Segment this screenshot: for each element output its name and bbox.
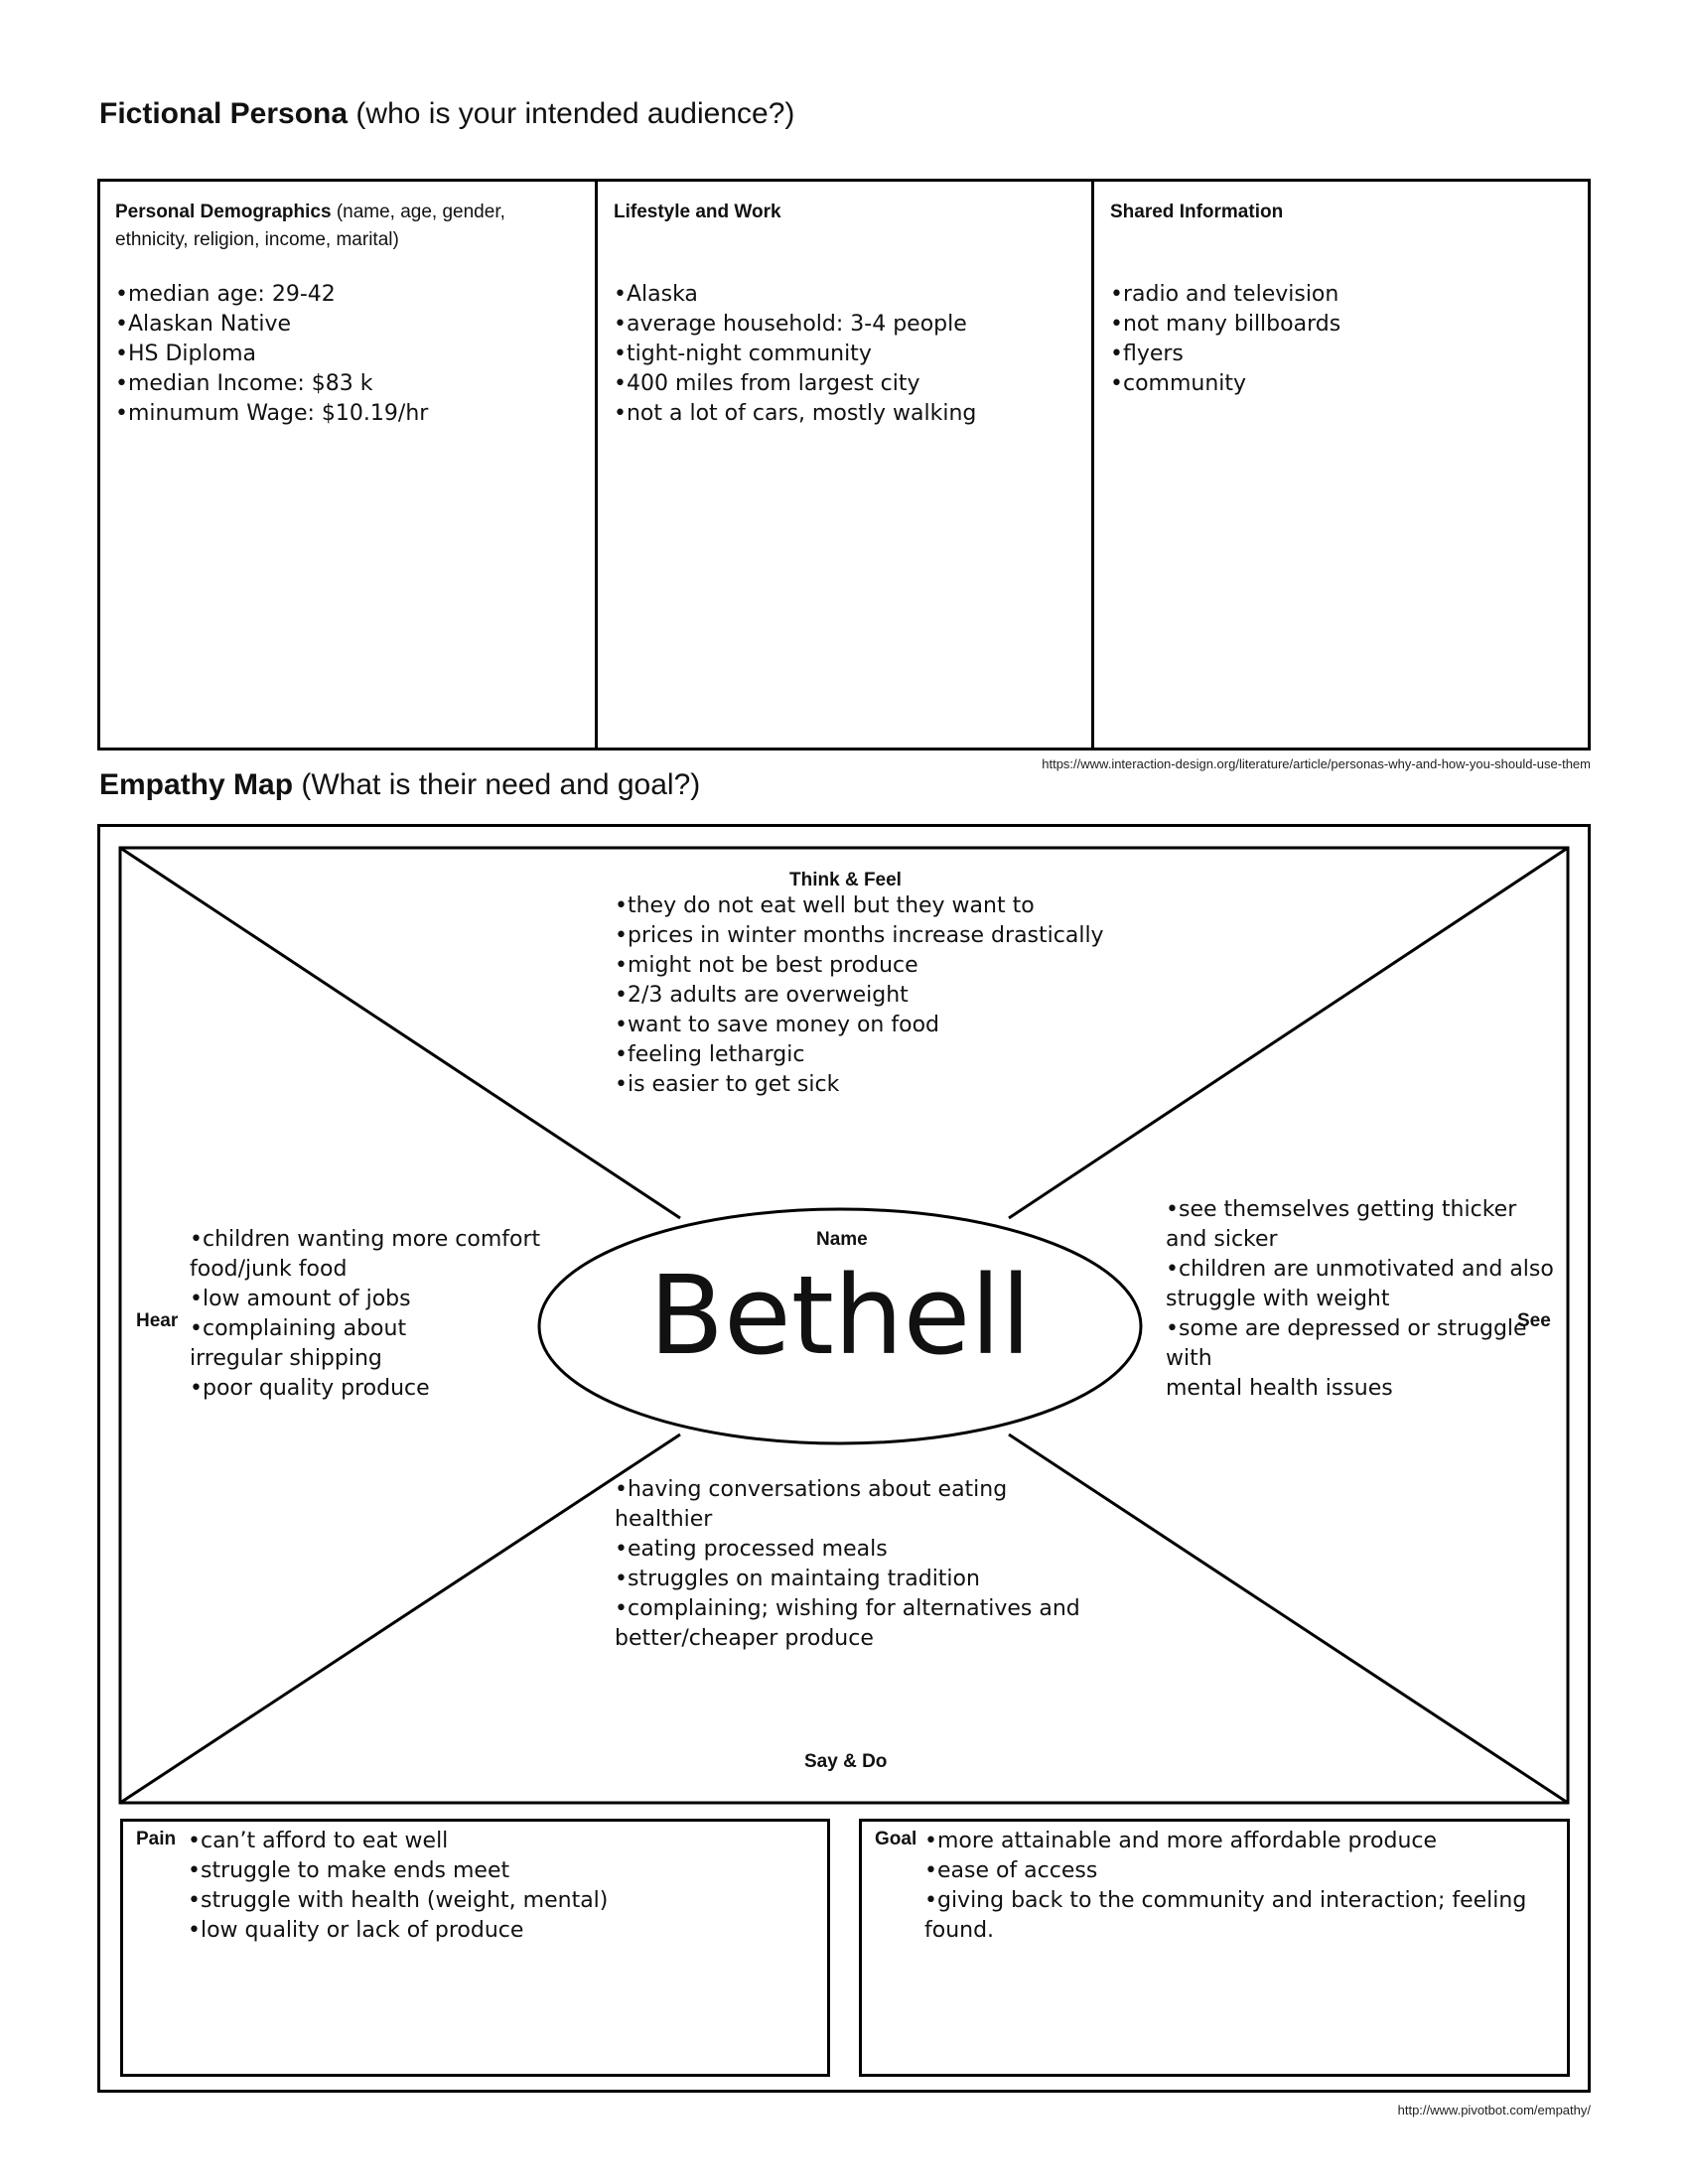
lifestyle-list: •Alaska •average household: 3-4 people •… (614, 280, 1080, 429)
list-item: •prices in winter months increase drasti… (615, 923, 1104, 948)
list-item: •they do not eat well but they want to (615, 893, 1035, 918)
say-do-list: •having conversations about eating healt… (615, 1475, 1230, 1654)
list-item: •children wanting more comfort (190, 1227, 541, 1252)
goal-label: Goal (875, 1829, 917, 1849)
list-item: found. (924, 1918, 995, 1943)
list-item: •giving back to the community and intera… (924, 1888, 1527, 1913)
list-item: •is easier to get sick (615, 1072, 840, 1097)
list-item: •complaining about (190, 1316, 407, 1341)
list-item: •having conversations about eating (615, 1477, 1008, 1502)
empathy-subtitle: (What is their need and goal?) (301, 768, 701, 801)
empathy-inner-frame (118, 846, 1570, 1805)
see-label: See (1517, 1310, 1551, 1331)
list-item: and sicker (1166, 1227, 1278, 1252)
list-item: •can’t afford to eat well (188, 1829, 449, 1853)
lifestyle-heading: Lifestyle and Work (614, 202, 781, 222)
list-item: •HS Diploma (115, 341, 256, 366)
hear-list: •children wanting more comfort food/junk… (190, 1225, 557, 1404)
list-item: •not many billboards (1110, 312, 1341, 337)
list-item: mental health issues (1166, 1376, 1393, 1401)
goal-list: •more attainable and more affordable pro… (924, 1827, 1560, 1946)
list-item: •Alaskan Native (115, 312, 292, 337)
list-item: •struggles on maintaing tradition (615, 1567, 980, 1591)
persona-divider-1 (595, 179, 598, 751)
list-item: •radio and television (1110, 282, 1339, 307)
shared-info-heading: Shared Information (1110, 202, 1284, 222)
list-item: •want to save money on food (615, 1013, 939, 1037)
list-item: •children are unmotivated and also (1166, 1257, 1554, 1282)
list-item: •might not be best produce (615, 953, 918, 978)
persona-divider-2 (1091, 179, 1094, 751)
list-item: •poor quality produce (190, 1376, 430, 1401)
list-item: •struggle to make ends meet (188, 1858, 510, 1883)
list-item: •average household: 3-4 people (614, 312, 967, 337)
persona-source-link[interactable]: https://www.interaction-design.org/liter… (1042, 756, 1591, 771)
demographics-heading-note: (name, age, gender, ethnicity, religion,… (115, 202, 505, 250)
list-item: •complaining; wishing for alternatives a… (615, 1596, 1080, 1621)
list-item: •community (1110, 371, 1247, 396)
diagonal-top-left (119, 846, 681, 1220)
diagonal-top-right (1008, 846, 1569, 1220)
list-item: •low amount of jobs (190, 1287, 411, 1311)
pain-box (120, 1819, 830, 2077)
list-item: •feeling lethargic (615, 1042, 805, 1067)
list-item: •400 miles from largest city (614, 371, 920, 396)
empathy-outer-frame (97, 824, 1591, 2093)
think-feel-label: Think & Feel (789, 870, 902, 890)
center-name-label: Name (816, 1229, 868, 1250)
list-item: •see themselves getting thicker (1166, 1197, 1517, 1222)
shared-info-list: •radio and television •not many billboar… (1110, 280, 1577, 399)
list-item: •tight-night community (614, 341, 872, 366)
say-do-label: Say & Do (804, 1751, 888, 1772)
list-item: •some are depressed or struggle with (1166, 1316, 1527, 1371)
pain-list: •can’t afford to eat well •struggle to m… (188, 1827, 813, 1946)
list-item: struggle with weight (1166, 1287, 1390, 1311)
list-item: healthier (615, 1507, 713, 1532)
list-item: better/cheaper produce (615, 1626, 874, 1651)
list-item: •more attainable and more affordable pro… (924, 1829, 1438, 1853)
empathy-title: Empathy Map (What is their need and goal… (99, 768, 700, 802)
see-list: •see themselves getting thicker and sick… (1166, 1195, 1563, 1404)
list-item: •ease of access (924, 1858, 1098, 1883)
center-ellipse (537, 1207, 1143, 1445)
list-item: •median Income: $83 k (115, 371, 373, 396)
empathy-title-bold: Empathy Map (99, 768, 294, 801)
goal-box (859, 1819, 1570, 2077)
list-item: •minumum Wage: $10.19/hr (115, 401, 429, 426)
demographics-heading: Personal Demographics (name, age, gender… (115, 199, 572, 254)
persona-name: Bethell (648, 1252, 1032, 1379)
diagonal-bottom-right (1008, 1433, 1569, 1805)
list-item: •Alaska (614, 282, 698, 307)
list-item: •2/3 adults are overweight (615, 983, 909, 1008)
list-item: •median age: 29-42 (115, 282, 336, 307)
persona-subtitle: (who is your intended audience?) (355, 97, 795, 130)
demographics-list: •median age: 29-42 •Alaskan Native •HS D… (115, 280, 582, 429)
think-feel-list: •they do not eat well but they want to •… (615, 891, 1230, 1100)
hear-label: Hear (136, 1310, 179, 1331)
diagonal-bottom-left (119, 1433, 681, 1805)
list-item: •struggle with health (weight, mental) (188, 1888, 609, 1913)
list-item: irregular shipping (190, 1346, 382, 1371)
persona-table (97, 179, 1591, 751)
list-item: •low quality or lack of produce (188, 1918, 524, 1943)
empathy-source-link[interactable]: http://www.pivotbot.com/empathy/ (1397, 2103, 1591, 2117)
list-item: •flyers (1110, 341, 1184, 366)
pain-label: Pain (136, 1829, 177, 1849)
list-item: •not a lot of cars, mostly walking (614, 401, 977, 426)
demographics-heading-label: Personal Demographics (115, 202, 332, 222)
list-item: food/junk food (190, 1257, 348, 1282)
persona-title-bold: Fictional Persona (99, 97, 349, 130)
persona-title: Fictional Persona (who is your intended … (99, 97, 794, 131)
list-item: •eating processed meals (615, 1537, 888, 1562)
